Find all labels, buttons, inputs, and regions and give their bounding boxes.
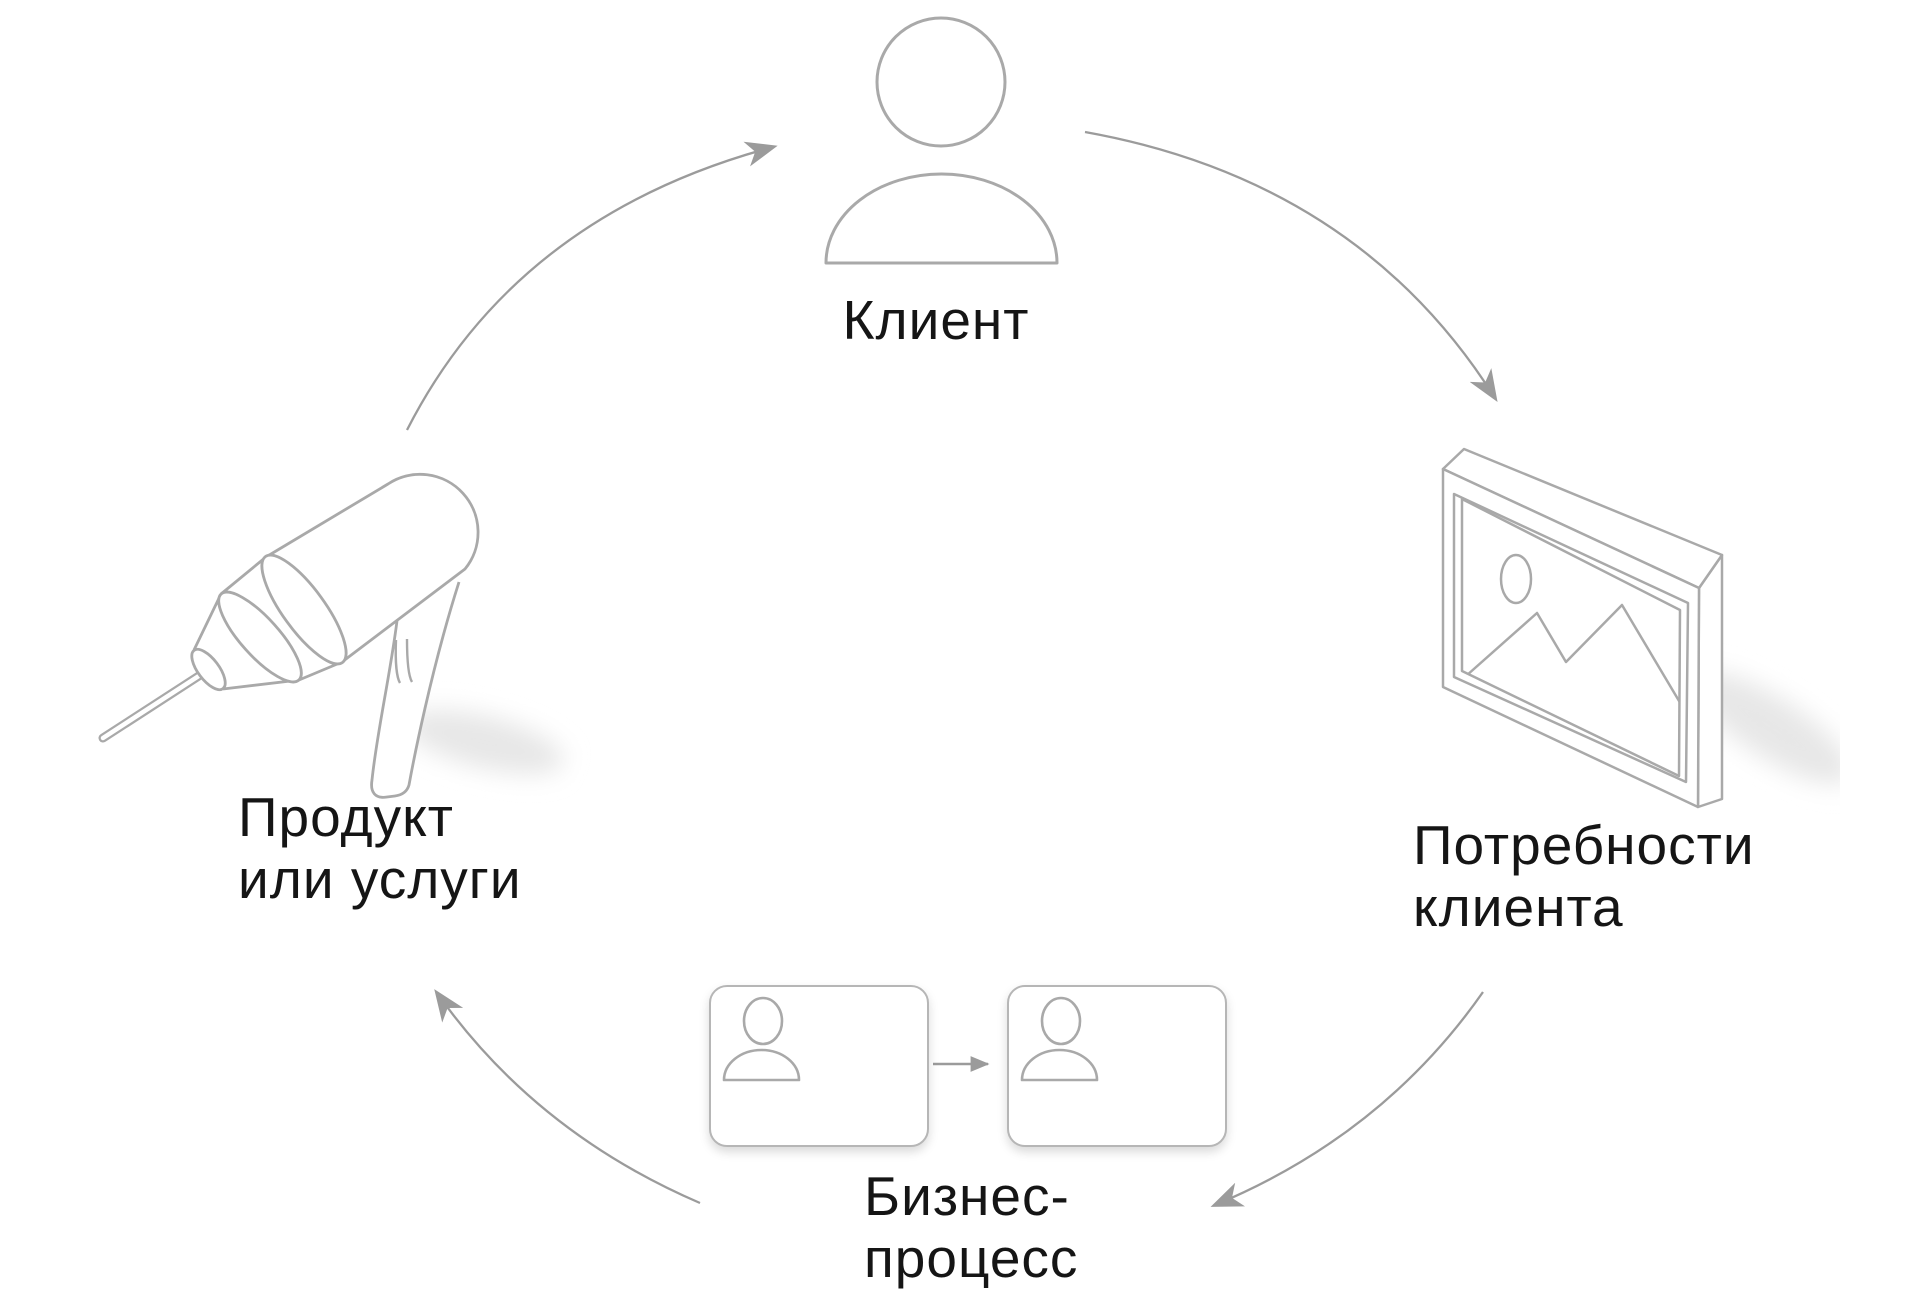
sun-glyph: [1499, 553, 1533, 605]
client-label: Клиент: [842, 289, 1030, 351]
user-icon: [722, 996, 801, 1082]
arrow-product-to-client: [405, 141, 778, 431]
process-card-2: [1007, 985, 1227, 1147]
arrow-needs-to-process: [1210, 991, 1484, 1207]
process-card-1: [709, 985, 929, 1147]
user-icon: [824, 16, 1059, 265]
mountains-glyph: [1465, 603, 1680, 717]
needs-label: Потребности клиента: [1413, 814, 1755, 938]
user-icon: [1020, 996, 1099, 1082]
drill-shadow: [404, 709, 564, 775]
arrow-process-to-product: [434, 989, 701, 1205]
trigger-lines: [394, 638, 414, 684]
arrow-client-to-needs: [1084, 130, 1498, 403]
picture-frame-icon: [1441, 447, 1840, 809]
drill-icon: [98, 472, 564, 799]
product-label: Продукт или услуги: [238, 786, 522, 910]
frame-shadow: [1693, 671, 1840, 785]
process-label: Бизнес- процесс: [864, 1165, 1079, 1289]
